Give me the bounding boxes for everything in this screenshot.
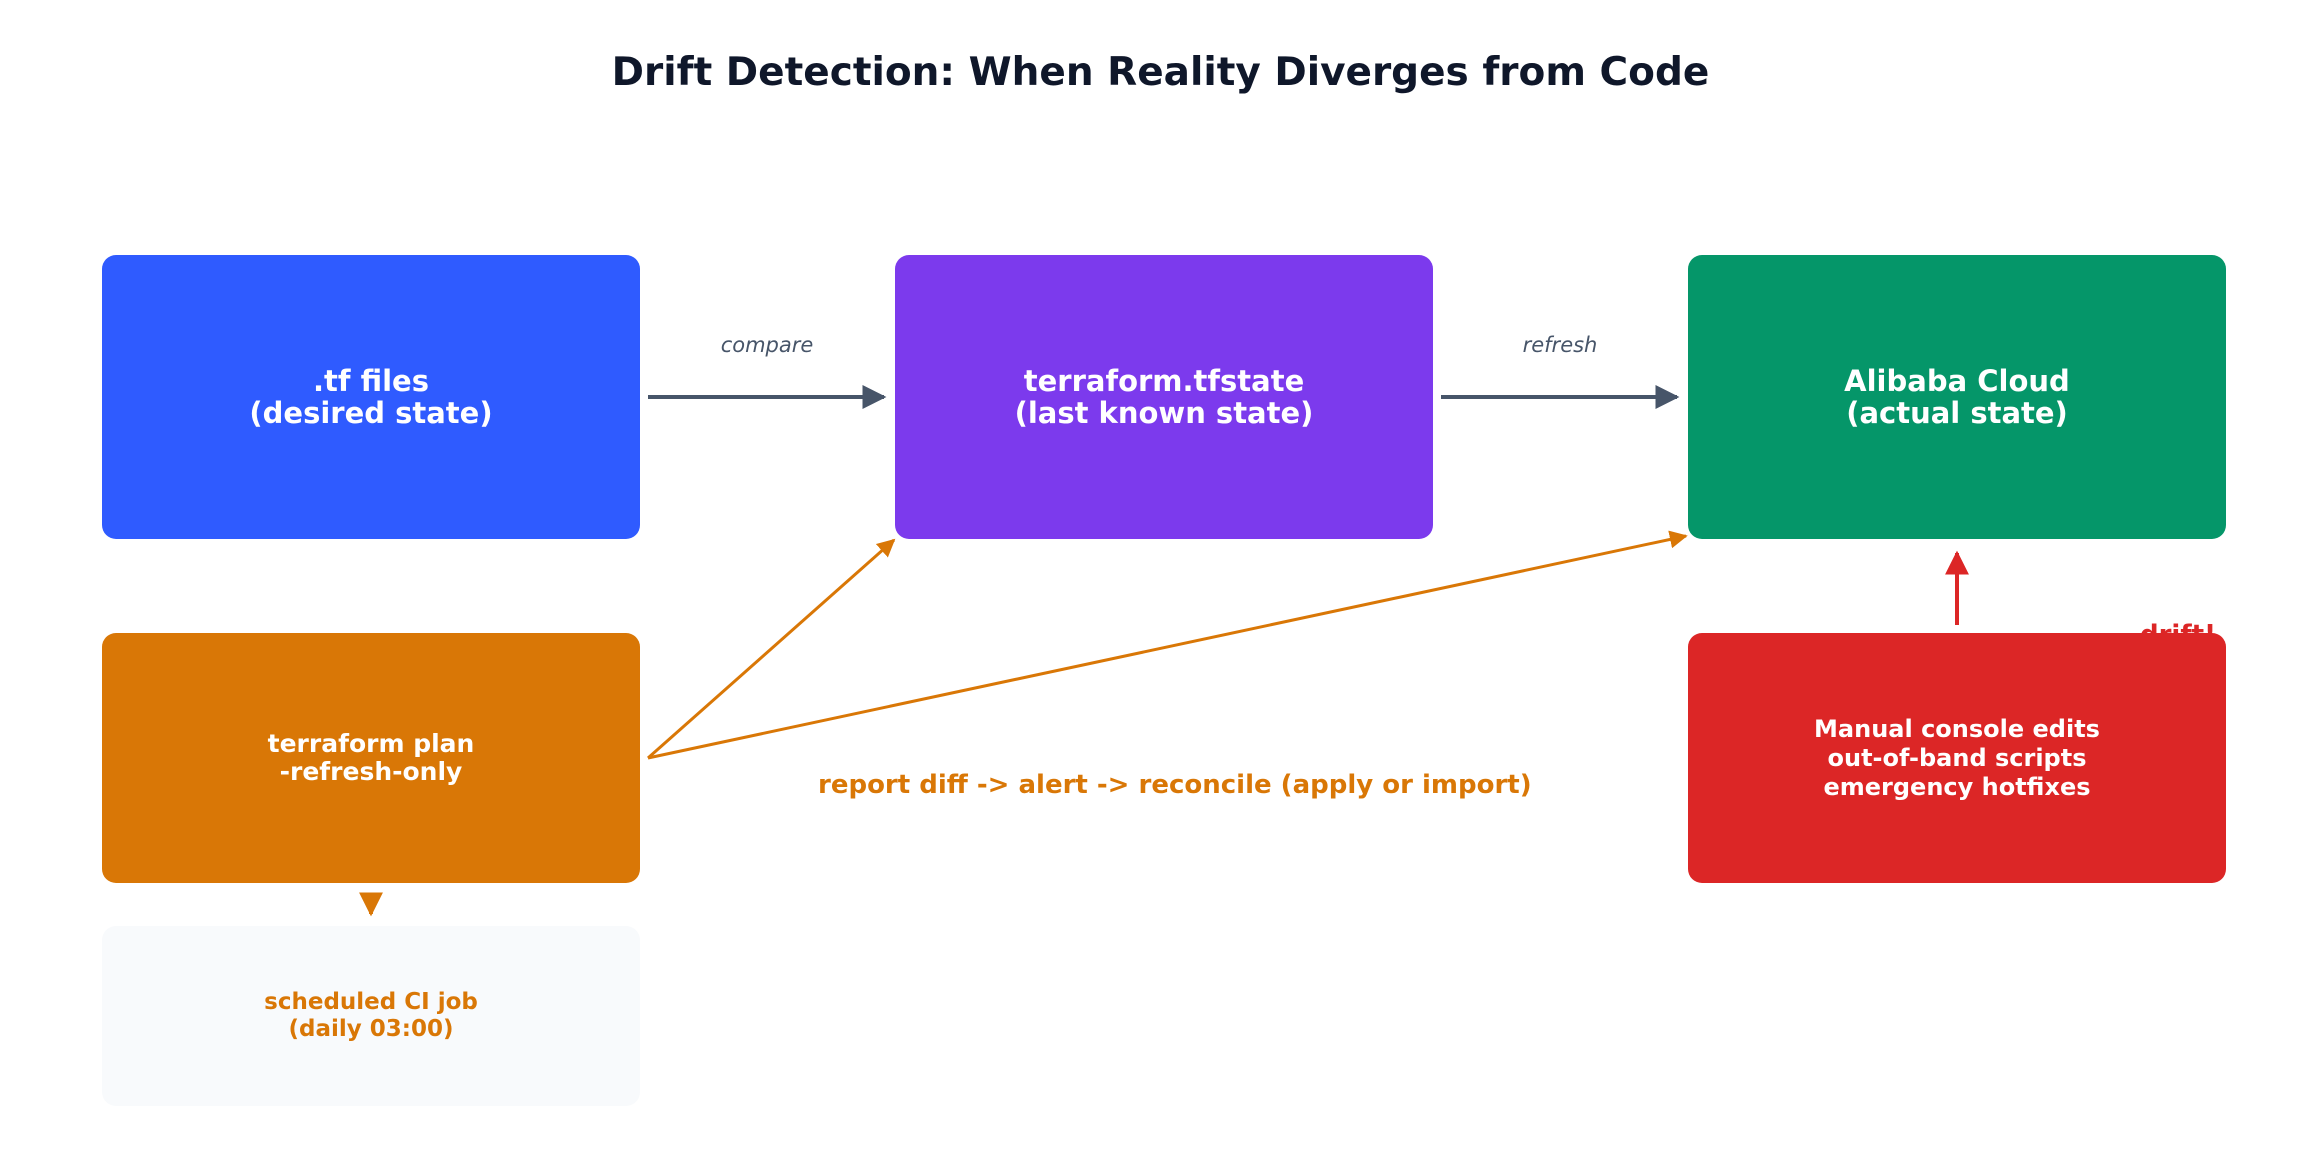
manual-edits-node: Manual console edits out-of-band scripts…	[1688, 633, 2226, 883]
report-label: report diff -> alert -> reconcile (apply…	[818, 770, 1532, 800]
tfstate-node: terraform.tfstate (last known state)	[895, 255, 1433, 539]
tf-files-node: .tf files (desired state)	[102, 255, 640, 539]
drift-label: drift!	[2140, 620, 2216, 650]
compare-label: compare	[720, 333, 814, 357]
arrow-plan-to-cloud	[647, 530, 1688, 760]
arrow-plan-to-state	[647, 538, 896, 760]
diagram-title: Drift Detection: When Reality Diverges f…	[611, 50, 1710, 95]
alibaba-cloud-node: Alibaba Cloud (actual state)	[1688, 255, 2226, 539]
scheduled-ci-node: scheduled CI job (daily 03:00)	[102, 926, 640, 1106]
terraform-plan-node: terraform plan -refresh-only	[102, 633, 640, 883]
refresh-label: refresh	[1522, 333, 1598, 357]
